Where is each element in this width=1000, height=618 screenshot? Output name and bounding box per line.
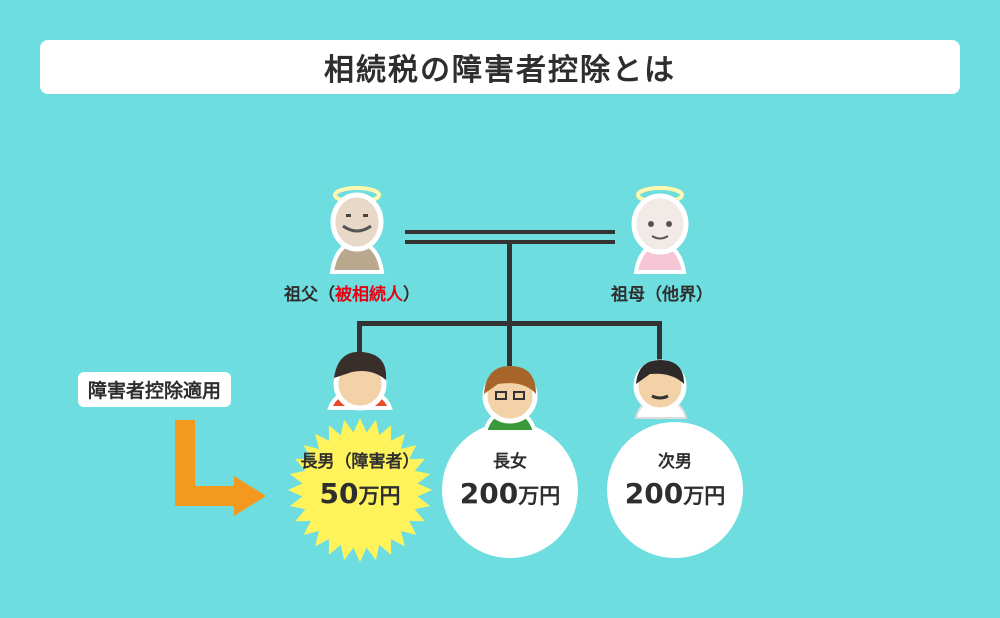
arrow-icon (175, 420, 266, 516)
marriage-line (405, 230, 615, 244)
eldest-son-card: 長男（障害者） 50万円 (285, 450, 435, 516)
grandmother-label: 祖母（他界） (611, 285, 713, 305)
second-son-label: 次男 (658, 452, 692, 472)
eldest-daughter-card: 長女 200万円 (445, 450, 575, 516)
eldest-son-icon (327, 351, 393, 411)
disability-deduction-badge: 障害者控除適用 (78, 372, 232, 407)
grandfather-label: 祖父（被相続人） (284, 285, 420, 305)
eldest-daughter-icon (482, 366, 538, 434)
page-title: 相続税の障害者控除とは (324, 53, 676, 88)
eldest-son-label: 長男（障害者） (300, 452, 420, 472)
eldest-son-amount: 50万円 (319, 477, 401, 510)
second-son-icon (633, 359, 688, 419)
grandfather-angel-icon (329, 186, 385, 274)
second-son-circle (607, 422, 743, 558)
title-bar: 相続税の障害者控除とは (40, 40, 960, 94)
eldest-daughter-label: 長女 (493, 452, 527, 472)
second-son-card: 次男 200万円 (610, 450, 740, 516)
tree-lines (357, 242, 662, 366)
eldest-daughter-circle (442, 422, 578, 558)
second-son-amount: 200万円 (624, 477, 726, 510)
starburst-highlight (288, 418, 432, 562)
eldest-daughter-amount: 200万円 (459, 477, 561, 510)
decedent-label: 被相続人 (335, 285, 403, 305)
grandmother-angel-icon (631, 186, 689, 274)
